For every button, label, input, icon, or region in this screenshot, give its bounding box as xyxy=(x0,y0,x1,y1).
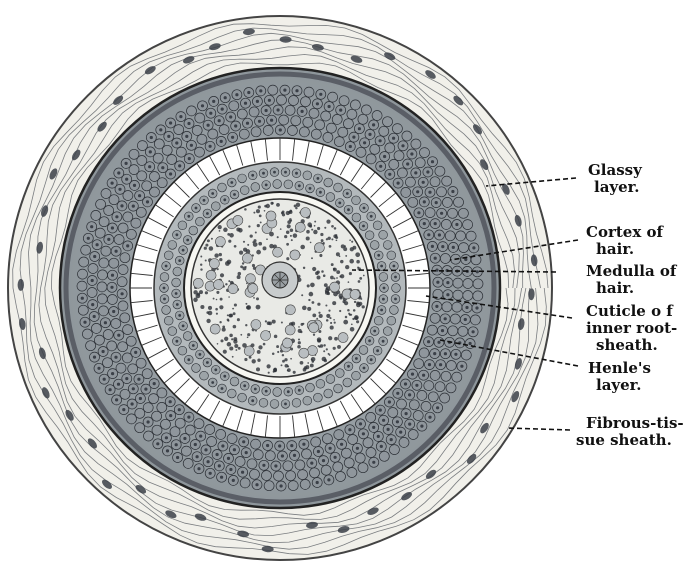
label-cuticle-line-3: sheath. xyxy=(596,336,658,354)
leader-fibrous xyxy=(506,428,570,430)
label-glassy-layer: Glassy layer. xyxy=(588,161,643,196)
label-medulla-line-2: hair. xyxy=(596,279,634,297)
label-fibrous-tissue-sheath: Fibrous-tis- sue sheath. xyxy=(576,414,684,449)
label-henles-layer: Henle's layer. xyxy=(588,359,651,394)
label-cortex-line-1: Cortex of xyxy=(586,223,664,241)
label-glassy-line-2: layer. xyxy=(594,178,639,196)
label-fibrous-line-1: Fibrous-tis- xyxy=(586,414,684,432)
label-fibrous-line-2: sue sheath. xyxy=(576,431,672,449)
medulla-center-cell xyxy=(272,272,288,288)
label-cuticle-of-inner-root-sheath: Cuticle o f inner root- sheath. xyxy=(586,302,677,354)
label-cortex-of-hair: Cortex of hair. xyxy=(586,223,664,258)
label-cuticle-line-2: inner root- xyxy=(586,319,677,337)
label-glassy-line-1: Glassy xyxy=(588,161,643,179)
label-cortex-line-2: hair. xyxy=(596,240,634,258)
label-medulla-of-hair: Medulla of hair. xyxy=(586,262,678,297)
label-cuticle-line-1: Cuticle o f xyxy=(586,302,674,320)
label-medulla-line-1: Medulla of xyxy=(586,262,678,280)
label-henle-line-2: layer. xyxy=(596,376,641,394)
label-henle-line-1: Henle's xyxy=(588,359,651,377)
